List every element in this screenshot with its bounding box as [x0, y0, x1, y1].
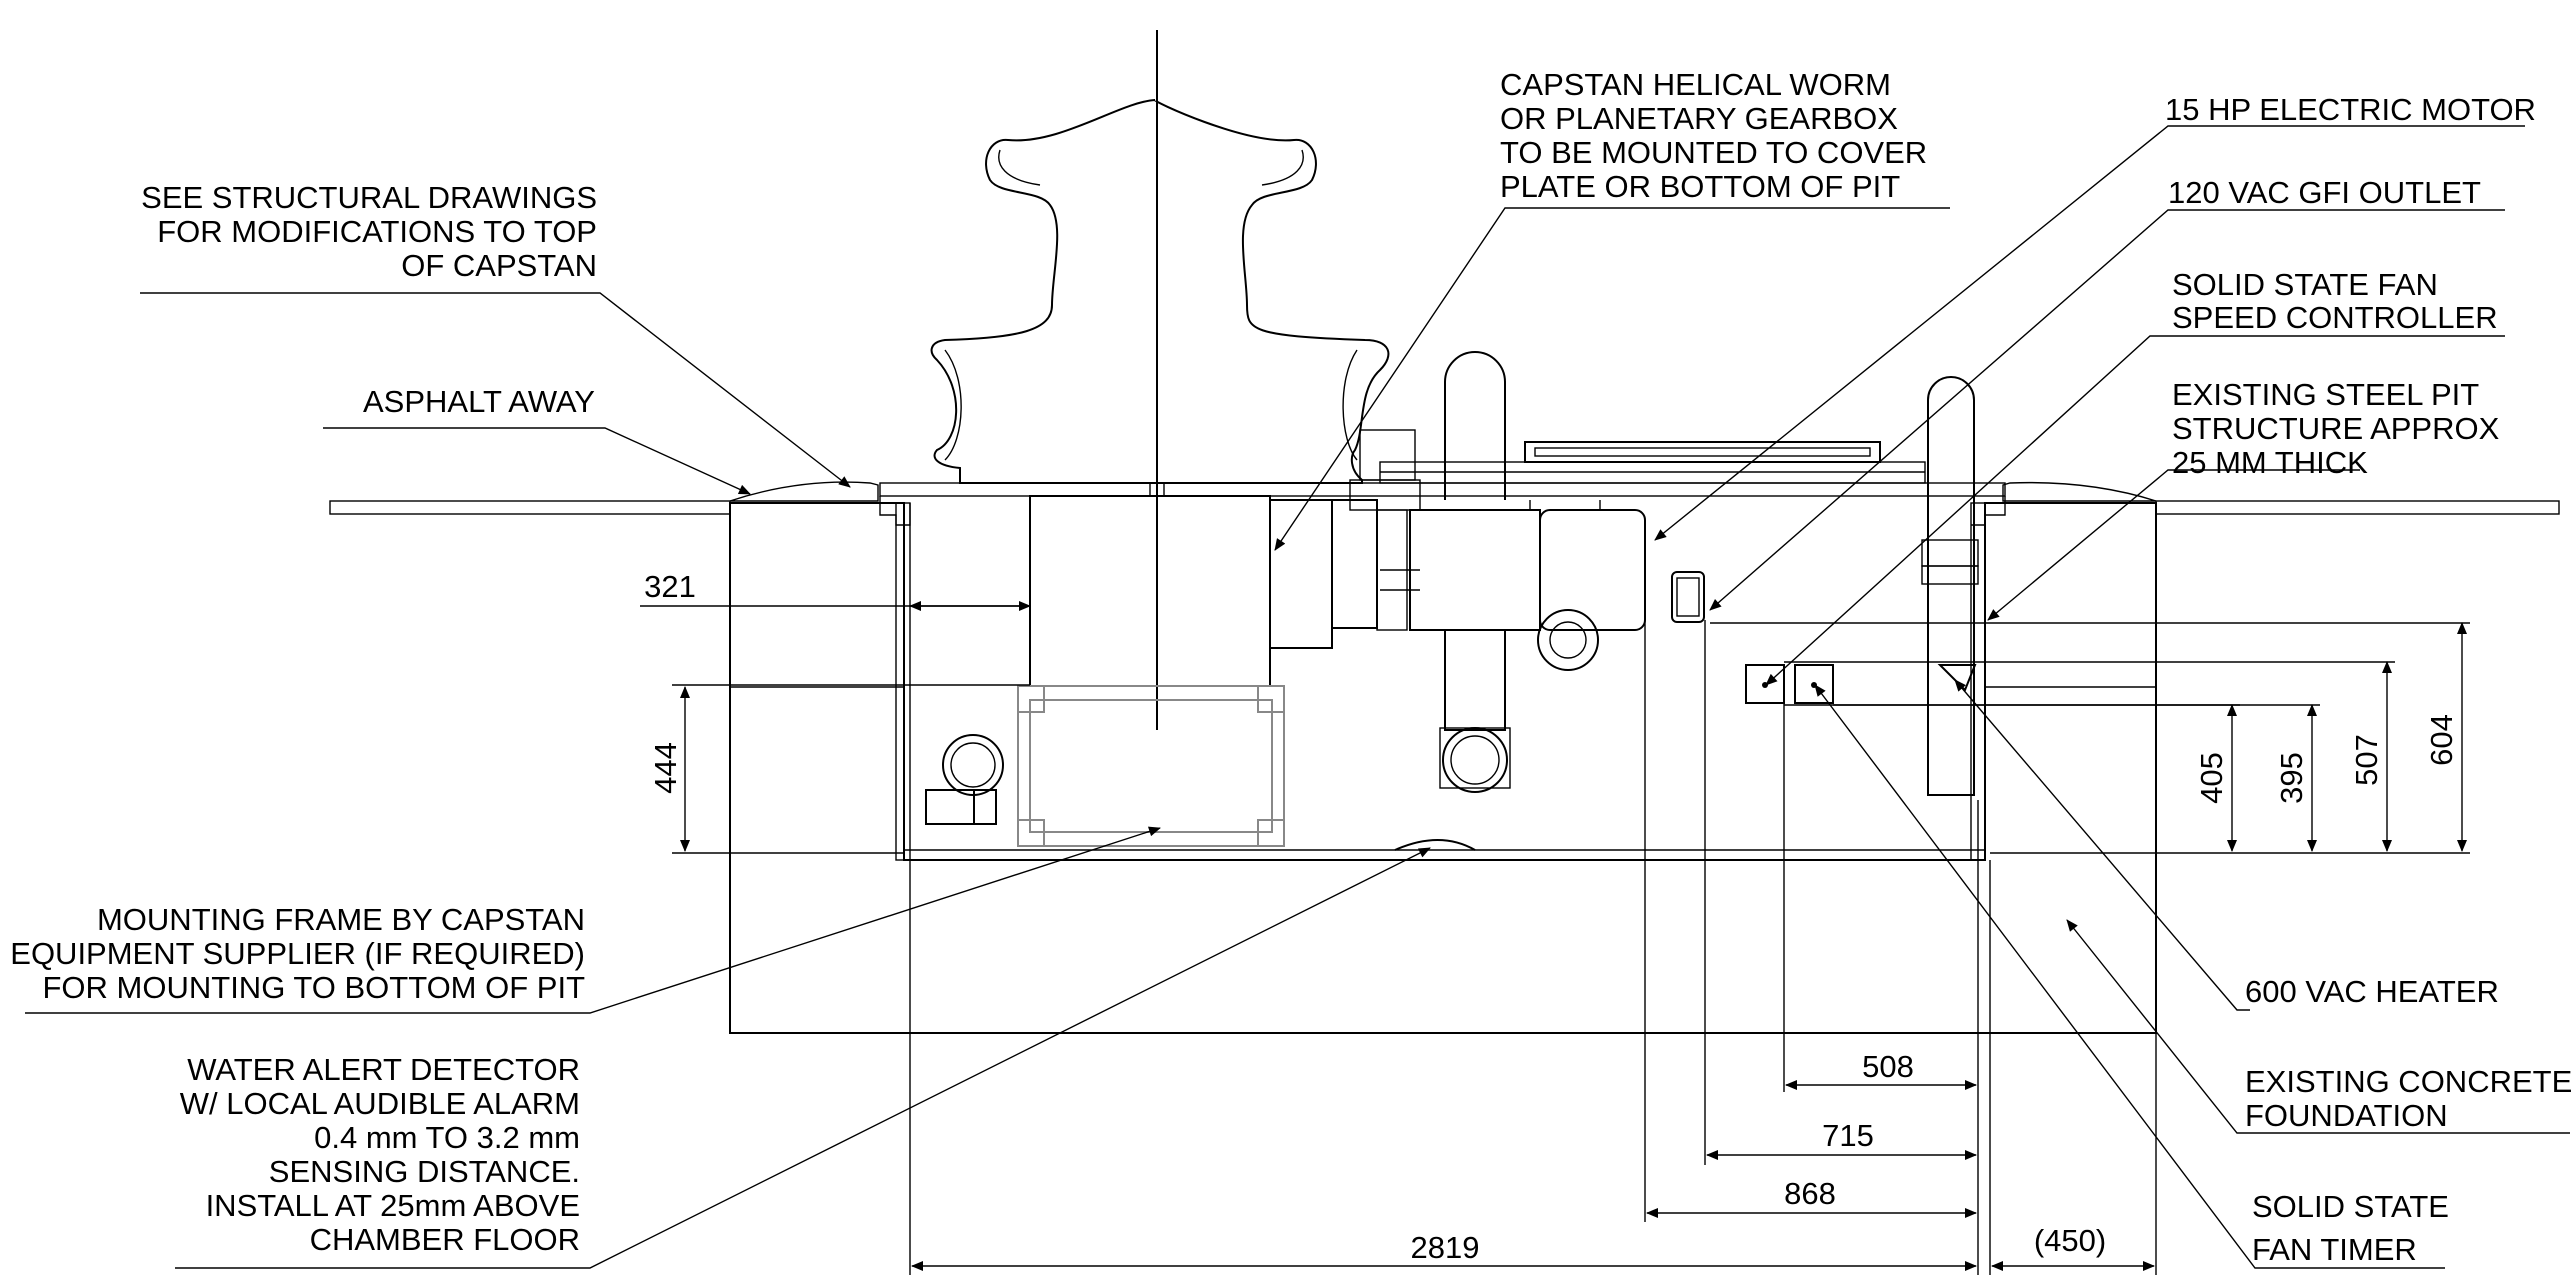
dim-508: 508: [1862, 1049, 1914, 1084]
gfi-outlet: [1671, 571, 1705, 623]
label-line: INSTALL AT 25mm ABOVE: [206, 1188, 580, 1223]
label-line: 0.4 mm TO 3.2 mm: [314, 1120, 580, 1155]
label-line: W/ LOCAL AUDIBLE ALARM: [180, 1086, 580, 1121]
label-line: 25 MM THICK: [2172, 445, 2368, 480]
label-line: EXISTING CONCRETE: [2245, 1064, 2572, 1099]
label-gfi-outlet: 120 VAC GFI OUTLET: [2168, 175, 2481, 210]
dimension-lines: [640, 600, 2470, 1275]
label-line: STRUCTURE APPROX: [2172, 411, 2500, 446]
label-line: 15 HP ELECTRIC MOTOR: [2165, 92, 2536, 127]
drain-pipe-left: [925, 734, 1004, 825]
label-line: FAN TIMER: [2252, 1232, 2417, 1267]
label-heater: 600 VAC HEATER: [2245, 974, 2499, 1009]
label-steel-pit: EXISTING STEEL PIT STRUCTURE APPROX 25 M…: [2172, 377, 2500, 480]
label-gearbox: CAPSTAN HELICAL WORM OR PLANETARY GEARBO…: [1500, 67, 1927, 204]
label-line: WATER ALERT DETECTOR: [187, 1052, 580, 1087]
capstan: [930, 30, 1390, 730]
label-line: FOR MODIFICATIONS TO TOP: [157, 214, 597, 249]
label-line: SPEED CONTROLLER: [2172, 300, 2498, 335]
dim-395: 395: [2274, 752, 2309, 804]
dim-2819: 2819: [1411, 1230, 1480, 1265]
label-structural-drawings: SEE STRUCTURAL DRAWINGS FOR MODIFICATION…: [141, 180, 597, 283]
label-line: ASPHALT AWAY: [363, 384, 595, 419]
label-line: FOR MOUNTING TO BOTTOM OF PIT: [43, 970, 586, 1005]
water-alert-detector: [1394, 839, 1476, 851]
label-line: PLATE OR BOTTOM OF PIT: [1500, 169, 1900, 204]
dim-604: 604: [2424, 714, 2459, 766]
gearbox: [1269, 429, 1421, 649]
dim-715: 715: [1822, 1118, 1874, 1153]
label-fan-timer: SOLID STATE FAN TIMER: [2252, 1189, 2449, 1267]
fan-controller-box: [1745, 664, 1785, 704]
dim-507: 507: [2349, 734, 2384, 786]
label-water-alert: WATER ALERT DETECTOR W/ LOCAL AUDIBLE AL…: [180, 1052, 580, 1257]
label-line: EQUIPMENT SUPPLIER (IF REQUIRED): [10, 936, 585, 971]
label-line: MOUNTING FRAME BY CAPSTAN: [97, 902, 585, 937]
dim-405: 405: [2194, 752, 2229, 804]
label-line: SOLID STATE FAN: [2172, 267, 2438, 302]
label-line: SOLID STATE: [2252, 1189, 2449, 1224]
dimension-values: 321 444 405 395 507 604 508 715 868 2819…: [644, 569, 2459, 1265]
dim-868: 868: [1784, 1176, 1836, 1211]
dim-444: 444: [648, 742, 683, 794]
dim-321: 321: [644, 569, 696, 604]
label-line: SEE STRUCTURAL DRAWINGS: [141, 180, 597, 215]
label-line: TO BE MOUNTED TO COVER: [1500, 135, 1927, 170]
label-line: CAPSTAN HELICAL WORM: [1500, 67, 1891, 102]
label-line: 120 VAC GFI OUTLET: [2168, 175, 2481, 210]
leader-lines: [25, 125, 2570, 1269]
label-fan-controller: SOLID STATE FAN SPEED CONTROLLER: [2172, 267, 2498, 335]
label-line: EXISTING STEEL PIT: [2172, 377, 2479, 412]
label-line: SENSING DISTANCE.: [269, 1154, 580, 1189]
fan-timer-box: [1794, 664, 1834, 704]
access-hatch: [1379, 441, 1926, 484]
label-line: 600 VAC HEATER: [2245, 974, 2499, 1009]
dim-450: (450): [2034, 1223, 2106, 1258]
drain-pipe-right: [1921, 376, 1979, 796]
label-line: CHAMBER FLOOR: [310, 1222, 580, 1257]
heater: [1937, 664, 1977, 692]
label-asphalt-away: ASPHALT AWAY: [363, 384, 595, 419]
steel-pit-structure: [879, 482, 2006, 861]
label-concrete-foundation: EXISTING CONCRETE FOUNDATION: [2245, 1064, 2572, 1133]
electric-motor: [1409, 500, 1646, 671]
label-line: OR PLANETARY GEARBOX: [1500, 101, 1898, 136]
ground-surface: [329, 481, 2560, 515]
label-electric-motor: 15 HP ELECTRIC MOTOR: [2165, 92, 2536, 127]
label-line: OF CAPSTAN: [401, 248, 597, 283]
mounting-frame: [1017, 685, 1285, 847]
label-mounting-frame: MOUNTING FRAME BY CAPSTAN EQUIPMENT SUPP…: [10, 902, 585, 1005]
ventilation-duct: [1409, 351, 1541, 793]
label-line: FOUNDATION: [2245, 1098, 2448, 1133]
